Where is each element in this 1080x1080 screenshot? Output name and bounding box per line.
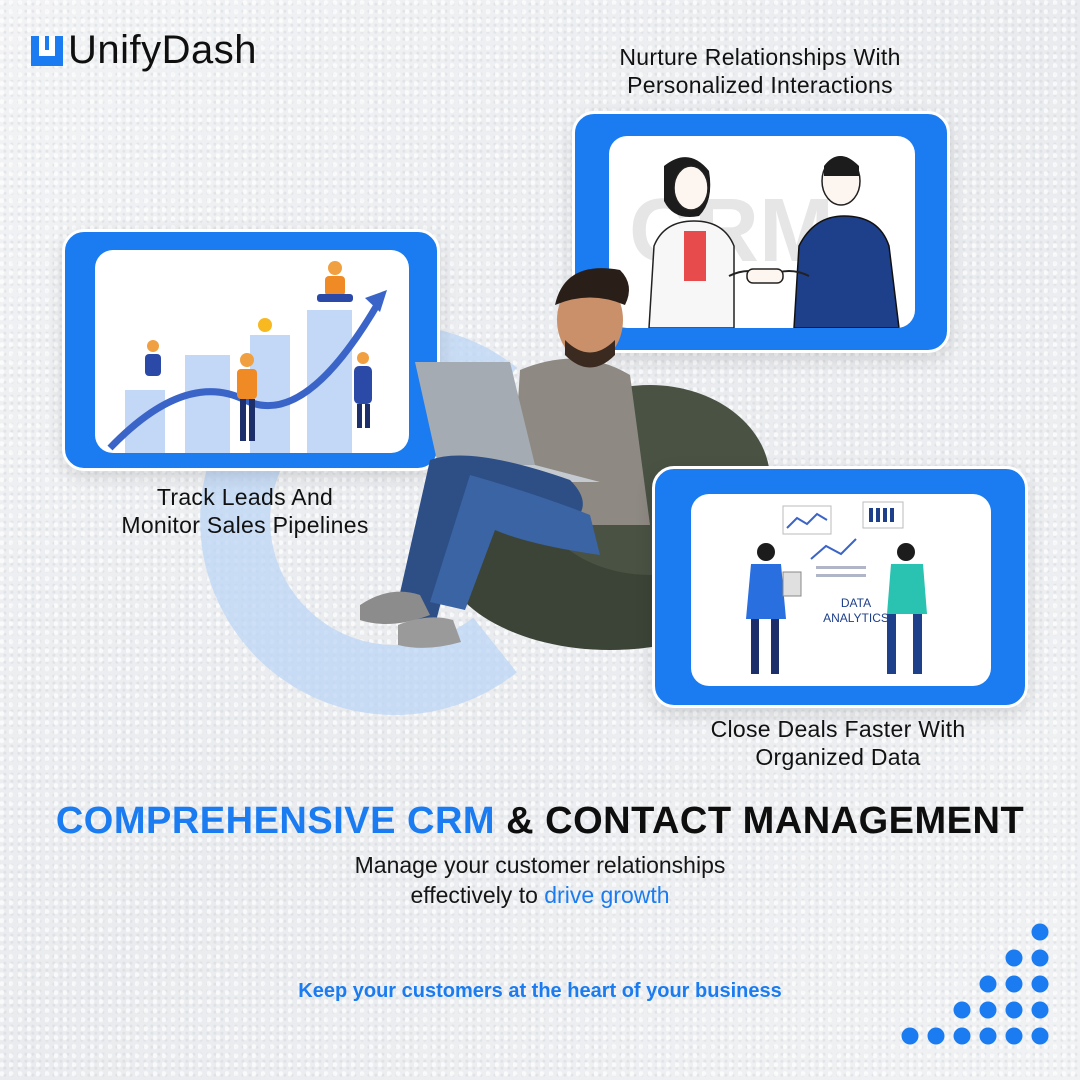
decor-dot xyxy=(979,1027,997,1045)
decor-dot xyxy=(1005,949,1023,967)
decor-dot xyxy=(1031,949,1049,967)
decor-dot xyxy=(953,1027,971,1045)
subheadline-line2: effectively to drive growth xyxy=(0,880,1080,910)
caption-line: Nurture Relationships With xyxy=(619,44,901,70)
logo-mark-icon xyxy=(31,36,63,66)
feature-caption-leads: Track Leads And Monitor Sales Pipelines xyxy=(90,483,400,539)
decor-dot xyxy=(1031,1027,1049,1045)
data-label: DATA xyxy=(841,596,871,610)
feature-card-nurture: CRM xyxy=(572,111,950,353)
subheadline-prefix: effectively to xyxy=(410,882,545,908)
decor-dot xyxy=(1005,1027,1023,1045)
handshake-illustration: CRM xyxy=(629,156,900,328)
analytics-label: ANALYTICS xyxy=(823,611,889,625)
headline-highlight: COMPREHENSIVE CRM xyxy=(55,800,496,842)
decor-dot xyxy=(979,1001,997,1019)
caption-line: Monitor Sales Pipelines xyxy=(121,512,369,538)
caption-line: Track Leads And xyxy=(156,484,334,510)
growth-chart-illustration xyxy=(107,261,387,453)
caption-line: Close Deals Faster With xyxy=(710,716,966,742)
dot-grid-decoration xyxy=(901,923,1049,1045)
feature-caption-nurture: Nurture Relationships With Personalized … xyxy=(570,43,950,99)
decor-dot xyxy=(1031,1001,1049,1019)
decor-dot xyxy=(953,1001,971,1019)
decor-dot xyxy=(1031,975,1049,993)
feature-card-leads xyxy=(62,229,440,471)
caption-line: Organized Data xyxy=(755,744,921,770)
tagline: Keep your customers at the heart of your… xyxy=(298,980,782,1002)
data-analytics-illustration: DATA ANALYTICS xyxy=(746,501,927,674)
decor-dot xyxy=(1005,1001,1023,1019)
caption-line: Personalized Interactions xyxy=(627,72,893,98)
subheadline-line1: Manage your customer relationships xyxy=(354,852,726,878)
decor-dot xyxy=(901,1027,919,1045)
brand-name: UnifyDash xyxy=(68,28,258,72)
brand-logo[interactable]: UnifyDash xyxy=(30,30,257,70)
decor-dot xyxy=(1005,975,1023,993)
decor-dot xyxy=(1031,923,1049,941)
subheadline: Manage your customer relationships effec… xyxy=(0,850,1080,910)
decor-dot xyxy=(927,1027,945,1045)
headline: COMPREHENSIVE CRM & CONTACT MANAGEMENT xyxy=(0,800,1080,843)
feature-card-deals: DATA ANALYTICS xyxy=(652,466,1028,708)
feature-caption-deals: Close Deals Faster With Organized Data xyxy=(670,715,1006,771)
person-with-laptop-photo xyxy=(360,268,770,650)
subheadline-highlight: drive growth xyxy=(544,882,670,908)
headline-rest: & CONTACT MANAGEMENT xyxy=(506,800,1025,842)
decor-dot xyxy=(979,975,997,993)
